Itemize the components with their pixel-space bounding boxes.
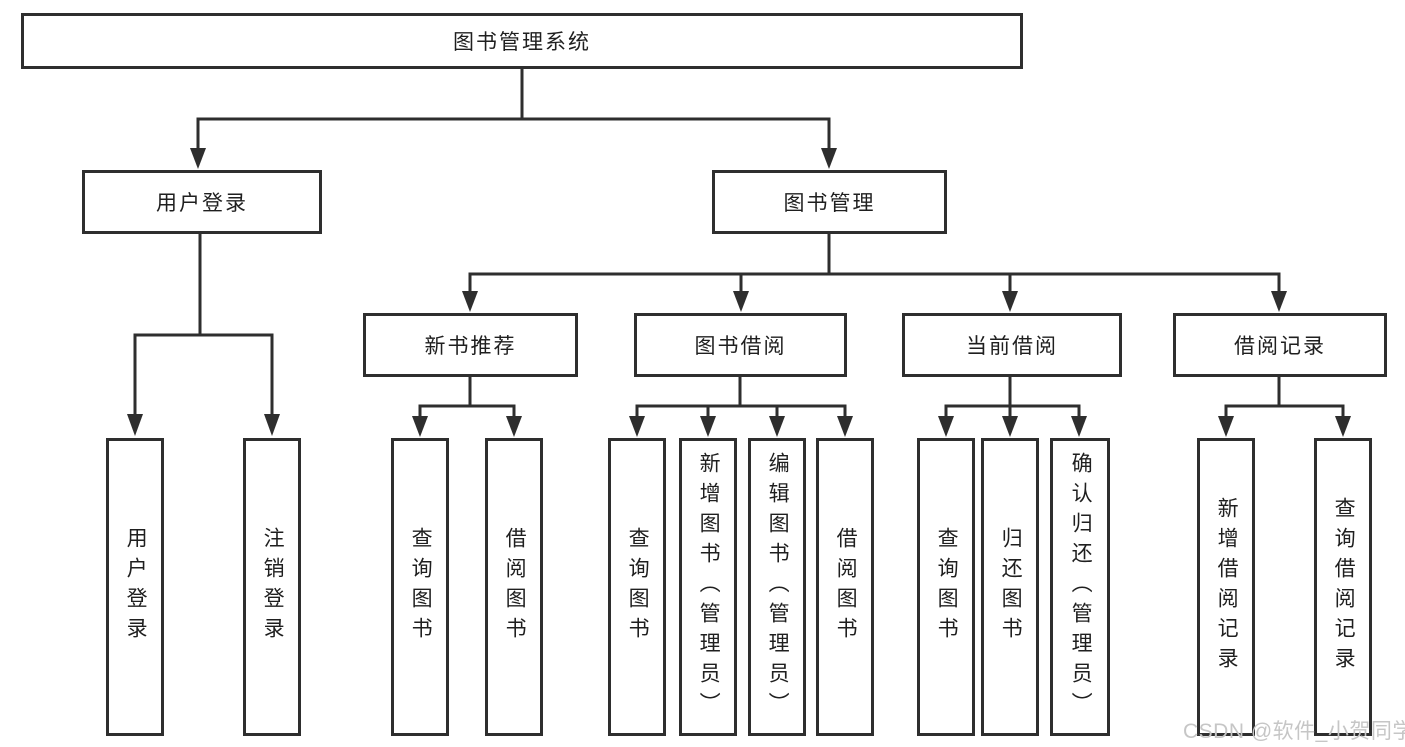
leaf-query-borrow-record: 查询借阅记录: [1314, 438, 1372, 736]
node-label: 新书推荐: [424, 335, 517, 358]
node-label: 编辑图书（管理员）: [766, 452, 790, 722]
node-label: 图书管理: [783, 192, 876, 215]
node-borrowing-records: 借阅记录: [1173, 313, 1387, 377]
node-label: 当前借阅: [966, 335, 1058, 358]
node-label: 借阅图书: [503, 527, 527, 647]
leaf-add-borrow-record: 新增借阅记录: [1197, 438, 1255, 736]
node-book-borrowing: 图书借阅: [634, 313, 847, 377]
leaf-confirm-return-admin: 确认归还（管理员）: [1050, 438, 1110, 736]
node-label: 用户登录: [156, 192, 248, 215]
leaf-query-books-recommend: 查询图书: [391, 438, 449, 736]
leaf-query-books-current: 查询图书: [917, 438, 975, 736]
node-book-management: 图书管理: [712, 170, 947, 234]
leaf-logout: 注销登录: [243, 438, 301, 736]
leaf-add-book-admin: 新增图书（管理员）: [679, 438, 737, 736]
node-library-system: 图书管理系统: [21, 13, 1023, 69]
node-label: 新增图书（管理员）: [697, 452, 721, 722]
node-label: 借阅图书: [834, 527, 858, 647]
node-label: 借阅记录: [1234, 335, 1326, 358]
leaf-user-login: 用户登录: [106, 438, 164, 736]
leaf-query-books-borrowing: 查询图书: [608, 438, 666, 736]
csdn-watermark: CSDN @软件_小贺同学: [1183, 720, 1405, 743]
node-new-book-recommendation: 新书推荐: [363, 313, 578, 377]
node-label: 图书管理系统: [453, 31, 591, 54]
node-label: 用户登录: [124, 527, 148, 647]
node-label: 查询图书: [626, 527, 650, 647]
node-label: 查询图书: [409, 527, 433, 647]
leaf-borrow-books: 借阅图书: [816, 438, 874, 736]
leaf-edit-book-admin: 编辑图书（管理员）: [748, 438, 806, 736]
node-label: 确认归还（管理员）: [1069, 452, 1093, 722]
leaf-borrow-books-recommend: 借阅图书: [485, 438, 543, 736]
node-label: 图书借阅: [694, 335, 787, 358]
node-user-login: 用户登录: [82, 170, 322, 234]
leaf-return-books: 归还图书: [981, 438, 1039, 736]
node-label: 新增借阅记录: [1215, 497, 1239, 677]
node-label: 查询图书: [935, 527, 959, 647]
node-current-borrowing: 当前借阅: [902, 313, 1122, 377]
node-label: 查询借阅记录: [1332, 497, 1356, 677]
node-label: 注销登录: [261, 527, 285, 647]
node-label: 归还图书: [999, 527, 1023, 647]
